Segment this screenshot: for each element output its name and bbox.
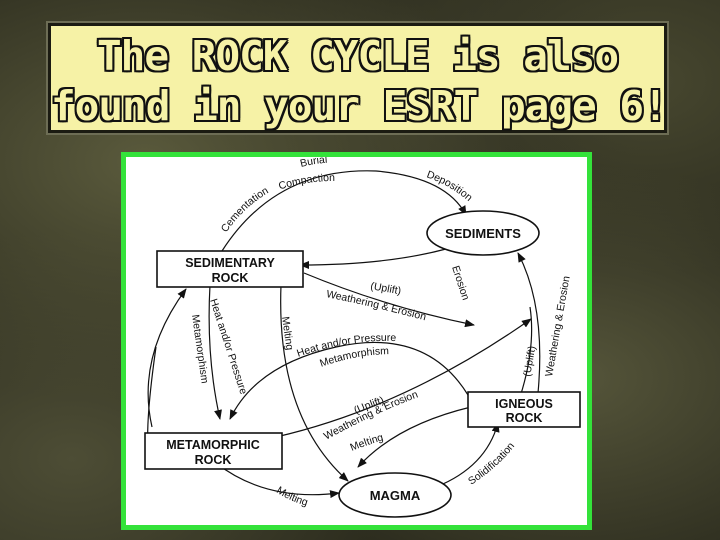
arrow-sediments-erosion: [299, 248, 447, 269]
rock-cycle-diagram: SEDIMENTS SEDIMENTARY ROCK IGNEOUS ROCK …: [121, 152, 592, 530]
label-uplift-1: (Uplift): [369, 280, 402, 297]
label-weathering-erosion-2: Weathering & Erosion: [543, 275, 573, 378]
arrow-sedimentary-melting: [280, 284, 349, 482]
node-label-sediments: SEDIMENTS: [445, 226, 521, 241]
label-weathering-erosion-1: Weathering & Erosion: [325, 288, 427, 323]
cycle-arrows: [147, 170, 541, 499]
arrow-metamorphic-melting: [215, 462, 340, 499]
arrow-sedimentary-to-metamorphic: [208, 284, 222, 420]
node-magma: MAGMA: [338, 472, 452, 518]
rock-cycle-svg: SEDIMENTS SEDIMENTARY ROCK IGNEOUS ROCK …: [144, 154, 581, 518]
label-compaction: Compaction: [277, 172, 335, 192]
arrow-igneous-melting: [357, 406, 472, 468]
label-deposition: Deposition: [425, 169, 475, 205]
node-label-igneous-1: IGNEOUS: [495, 397, 553, 411]
title-banner: The ROCK CYCLE is also found in your ESR…: [48, 23, 668, 133]
label-melting-2: Melting: [348, 431, 384, 453]
arrow-igneous-weathering: [517, 252, 541, 394]
title-line-2: found in your ESRT page 6!: [51, 82, 668, 130]
node-label-metamorphic-1: METAMORPHIC: [166, 438, 260, 452]
node-label-sedimentary-2: ROCK: [212, 271, 249, 285]
arrow-uplift-right: [519, 306, 533, 398]
label-erosion: Erosion: [449, 264, 471, 302]
arrow-sediments-to-sedimentary: [221, 170, 467, 252]
node-sediments: SEDIMENTS: [426, 210, 540, 256]
arrow-igneous-to-metamorphic: [229, 341, 469, 420]
arrow-sedimentary-weathering: [303, 272, 475, 328]
node-igneous-rock: IGNEOUS ROCK: [467, 391, 581, 428]
node-sedimentary-rock: SEDIMENTARY ROCK: [156, 250, 304, 288]
node-metamorphic-rock: METAMORPHIC ROCK: [144, 432, 283, 470]
node-label-magma: MAGMA: [370, 488, 421, 503]
label-cementation: Cementation: [219, 185, 271, 235]
label-weathering-erosion-3: Weathering & Erosion: [322, 388, 420, 442]
arrow-magma-solidification: [435, 422, 500, 488]
arrow-metamorphic-weathering: [275, 318, 532, 438]
node-label-sedimentary-1: SEDIMENTARY: [185, 256, 275, 270]
label-melting-1: Melting: [279, 316, 296, 351]
label-uplift-2: (Uplift): [521, 345, 538, 378]
label-metamorphism-1: Metamorphism: [189, 314, 211, 385]
node-label-igneous-2: ROCK: [506, 411, 543, 425]
arrow-left-loop: [147, 288, 187, 428]
label-melting-3: Melting: [274, 484, 309, 508]
label-burial: Burial: [299, 157, 328, 170]
title-line-1: The ROCK CYCLE is also: [96, 32, 619, 80]
node-label-metamorphic-2: ROCK: [195, 453, 232, 467]
